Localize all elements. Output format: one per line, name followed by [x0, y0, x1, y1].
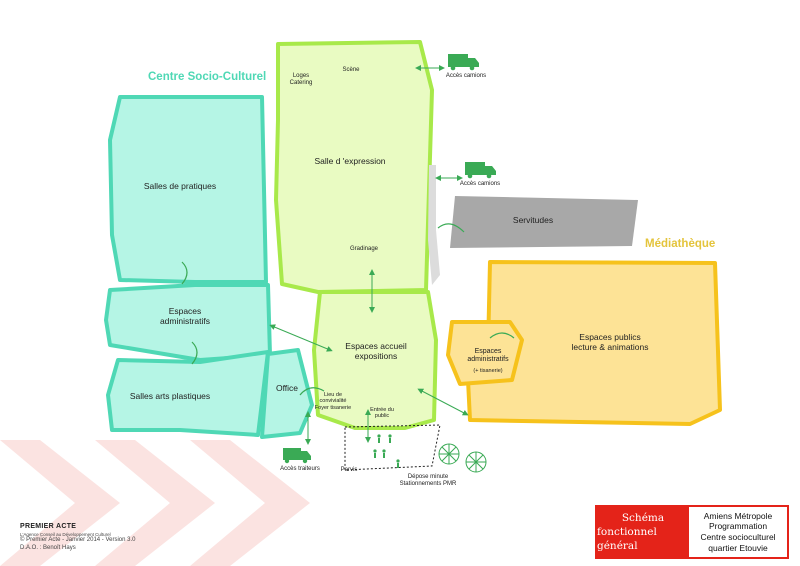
door-arcs	[181, 223, 515, 396]
title-block: Schéma fonctionnel général Amiens Métrop…	[595, 505, 789, 559]
brand-block: PREMIER ACTE L'Agence Conseil au Dévelop…	[20, 523, 135, 552]
brand-name: PREMIER ACTE	[20, 523, 77, 530]
label-salles-pratiques: Salles de pratiques	[143, 181, 217, 191]
truck-icon	[283, 54, 496, 464]
label-acces-camions-2: Accès camions	[459, 181, 501, 187]
background-chevrons	[0, 440, 310, 566]
label-acces-camions-1: Accès camions	[445, 73, 487, 79]
pedestrian-icon	[373, 434, 400, 468]
block-servitudes	[450, 196, 638, 248]
group-label-centre: Centre Socio-Culturel	[148, 71, 267, 83]
flow-arrows	[269, 65, 469, 445]
label-gradinage: Gradinage	[349, 246, 379, 252]
brand-dao: D.A.O. : Benoît Hays	[20, 544, 76, 551]
title-main: Schéma fonctionnel général	[597, 507, 689, 557]
label-parvis: Parvis	[340, 467, 358, 473]
block-accueil	[312, 290, 438, 430]
block-salles-pratiques	[108, 95, 268, 284]
block-salles-arts	[106, 350, 270, 437]
service-corridor	[428, 165, 440, 285]
title-client: Amiens Métropole Programmation Centre so…	[689, 507, 787, 557]
parvis-area	[344, 424, 441, 471]
centre-blocks	[104, 95, 314, 439]
label-acces-traiteurs: Accès traiteurs	[280, 466, 320, 472]
block-espaces-admin-media	[446, 320, 524, 386]
label-office: Office	[275, 383, 299, 393]
group-label-mediatheque: Médiathèque	[645, 238, 716, 250]
label-servitudes: Servitudes	[512, 215, 554, 225]
label-salles-arts: Salles arts plastiques	[129, 391, 211, 401]
label-scene: Scène	[342, 67, 360, 73]
label-tisanerie: (+ tisanerie)	[473, 368, 503, 374]
tree-icon	[438, 443, 487, 473]
label-salle-expression: Salle d 'expression	[314, 156, 386, 166]
brand-credit: © Premier Acte - Janvier 2014 - Version …	[20, 537, 136, 544]
brand-tagline: L'Agence Conseil au Développement Cultur…	[20, 531, 111, 537]
